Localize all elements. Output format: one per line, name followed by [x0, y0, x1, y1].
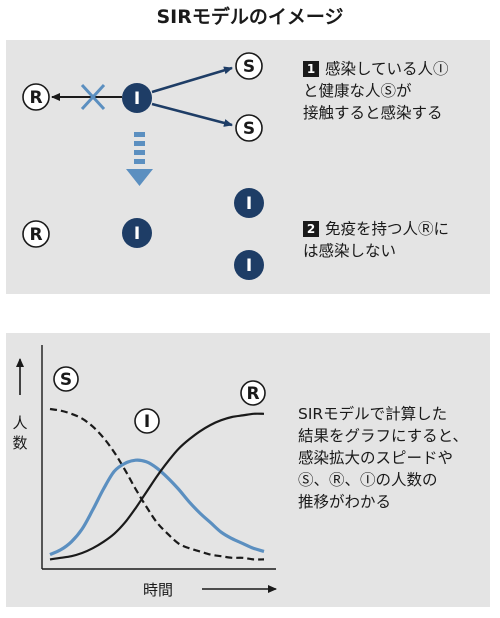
svg-text:I: I [134, 89, 140, 109]
note-number: 2 [303, 221, 319, 237]
infect-arrow-up [151, 66, 233, 94]
svg-text:I: I [144, 412, 150, 432]
s-series-marker: S [53, 366, 79, 392]
note-line: 感染している人Ⓘ [325, 60, 449, 78]
y-axis-label-char: 数 [12, 434, 27, 452]
x-axis-label: 時間 [143, 581, 173, 599]
note-line: 接触すると感染する [303, 104, 443, 122]
s-circle: S [235, 52, 263, 80]
series-i-line [49, 458, 265, 557]
infect-arrow-down [151, 102, 233, 127]
note-line: Ⓢ、Ⓡ、Ⓘの人数の [298, 471, 438, 489]
series-r-line [49, 412, 265, 561]
i-circle: I [122, 218, 152, 248]
svg-text:I: I [246, 194, 252, 214]
i-circle: I [234, 188, 264, 218]
r-series-marker: R [240, 380, 266, 406]
note-2: 2 免疫を持つ人Ⓡに は感染しない [303, 218, 493, 262]
svg-text:R: R [246, 384, 259, 404]
note-line: と健康な人Ⓢが [303, 82, 412, 100]
note-1: 1 感染している人Ⓘ と健康な人Ⓢが 接触すると感染する [303, 58, 493, 124]
svg-text:R: R [29, 225, 42, 245]
svg-text:S: S [243, 119, 255, 139]
mechanism-diagram: R I S S R I I I [22, 52, 264, 280]
note-line: 感染拡大のスピードや [298, 449, 454, 467]
sir-chart: 人数 時間 S I R [12, 345, 277, 599]
r-circle: R [22, 83, 50, 111]
svg-text:I: I [246, 256, 252, 276]
svg-text:I: I [134, 224, 140, 244]
note-line: は感染しない [303, 242, 397, 260]
chart-note: SIRモデルで計算した 結果をグラフにすると、 感染拡大のスピードや Ⓢ、Ⓡ、Ⓘ… [298, 403, 494, 513]
cross-icon [80, 83, 106, 111]
i-circle: I [234, 250, 264, 280]
i-circle: I [122, 83, 152, 113]
note-line: 免疫を持つ人Ⓡに [325, 220, 450, 238]
s-circle: S [235, 114, 263, 142]
i-series-marker: I [134, 408, 160, 434]
note-line: 推移がわかる [298, 493, 392, 511]
series-s-line [49, 407, 265, 561]
note-number: 1 [303, 61, 319, 77]
transition-arrow-icon [126, 132, 153, 186]
svg-text:R: R [29, 88, 42, 108]
y-axis-label-char: 人 [12, 414, 27, 432]
page-title: SIRモデルのイメージ [156, 6, 344, 28]
chart-panel [6, 333, 490, 607]
r-circle: R [22, 220, 50, 248]
svg-text:S: S [243, 57, 255, 77]
y-axis-label: 人数 [12, 414, 27, 452]
note-line: SIRモデルで計算した [298, 405, 448, 423]
note-line: 結果をグラフにすると、 [298, 427, 469, 445]
svg-text:S: S [60, 370, 72, 390]
